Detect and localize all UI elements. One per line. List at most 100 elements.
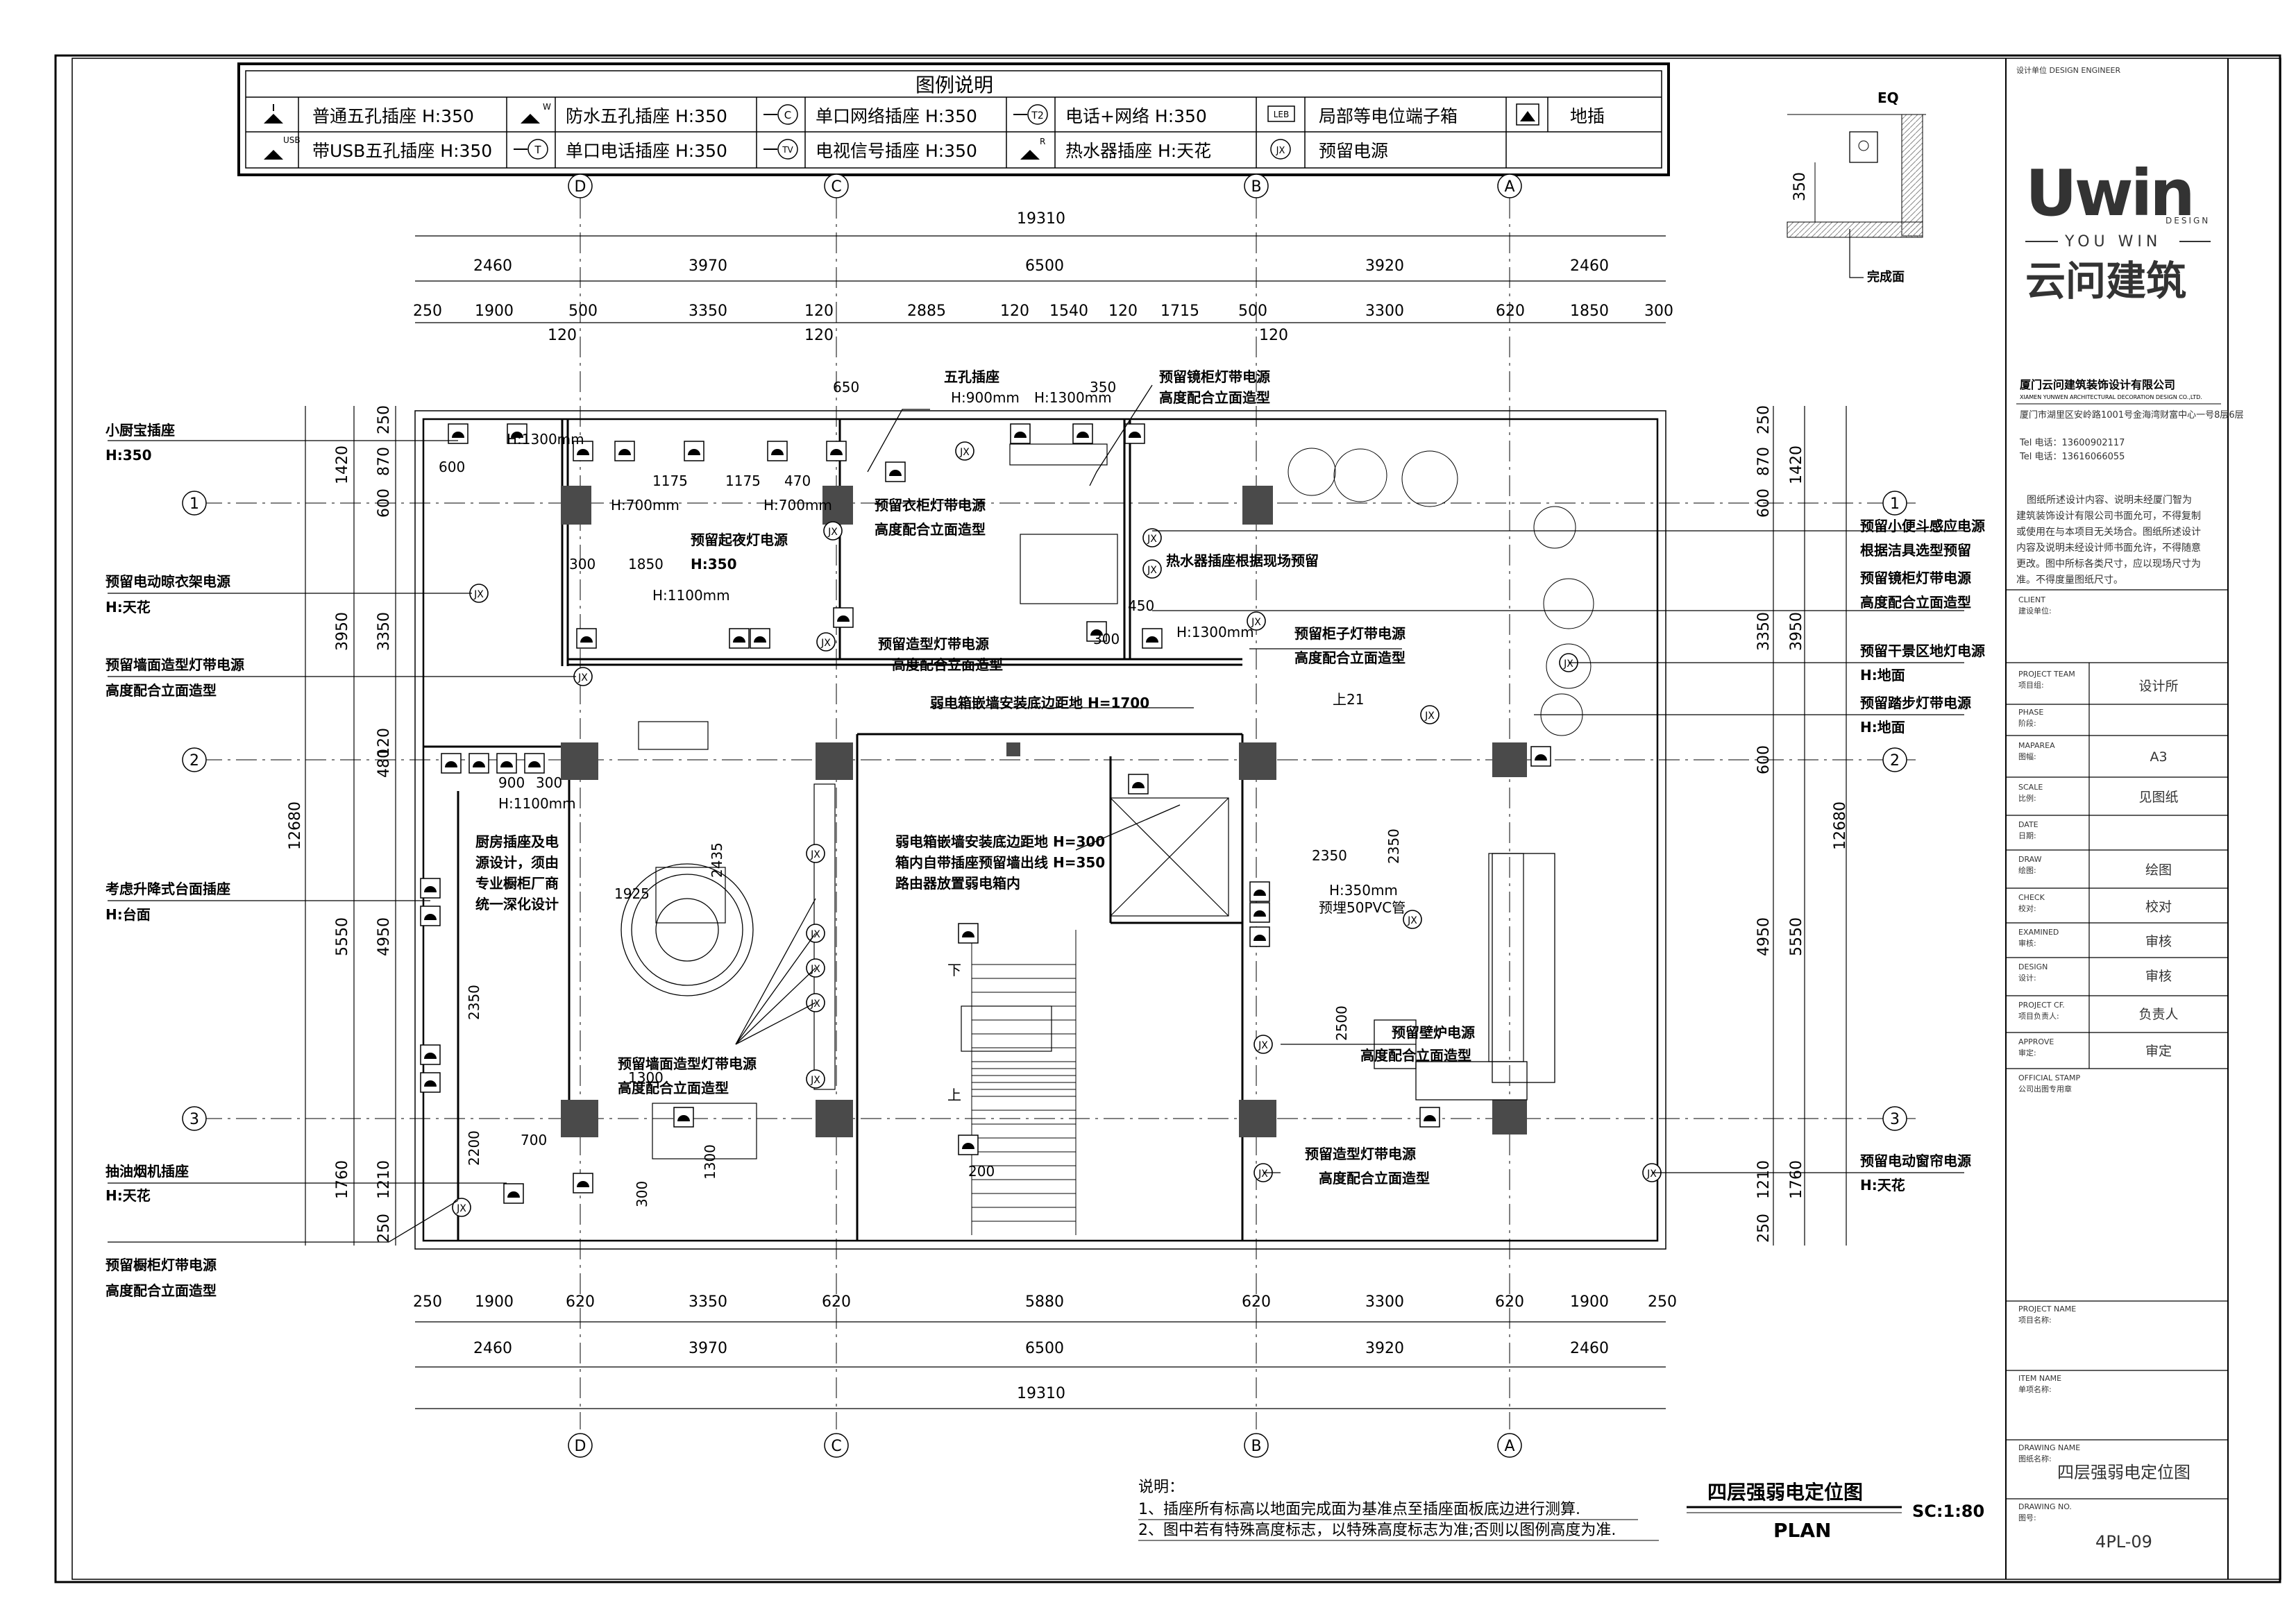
svg-text:上21: 上21	[1333, 691, 1364, 708]
svg-text:6500: 6500	[1025, 1340, 1064, 1357]
svg-text:设计所: 设计所	[2138, 679, 2178, 694]
svg-text:OFFICIAL STAMP: OFFICIAL STAMP	[2018, 1073, 2080, 1082]
svg-text:1760: 1760	[334, 1160, 351, 1199]
legend-label: 普通五孔插座 H:350	[312, 106, 474, 126]
socket-icon	[1419, 1107, 1440, 1128]
axis-label: C	[831, 178, 841, 196]
svg-text:450: 450	[1128, 597, 1154, 614]
socket-icon	[750, 628, 770, 649]
svg-text:高度配合立面造型: 高度配合立面造型	[618, 1080, 729, 1096]
svg-text:5880: 5880	[1025, 1293, 1064, 1311]
svg-text:4PL-09: 4PL-09	[2095, 1532, 2152, 1552]
svg-text:高度配合立面造型: 高度配合立面造型	[1360, 1047, 1471, 1064]
reserved-power-icon	[1253, 1035, 1273, 1054]
socket-icon	[958, 1135, 979, 1155]
socket-icon	[958, 923, 979, 944]
socket-5hole-icon	[264, 104, 283, 124]
svg-text:250: 250	[413, 303, 442, 320]
svg-text:PROJECT TEAM: PROJECT TEAM	[2018, 670, 2075, 679]
svg-text:H:地面: H:地面	[1860, 719, 1905, 736]
socket-icon	[524, 753, 545, 774]
svg-text:H:700mm: H:700mm	[611, 497, 679, 513]
svg-text:1175: 1175	[725, 473, 761, 489]
dining-table	[621, 863, 754, 996]
svg-text:1850: 1850	[1570, 303, 1609, 320]
svg-text:比例:: 比例:	[2018, 793, 2036, 803]
legend-label: 电视信号插座 H:350	[816, 141, 977, 161]
svg-text:120: 120	[804, 327, 834, 344]
svg-text:预留壁炉电源: 预留壁炉电源	[1392, 1024, 1475, 1041]
svg-text:高度配合立面造型: 高度配合立面造型	[1294, 649, 1406, 666]
svg-text:绘图:: 绘图:	[2018, 865, 2036, 875]
socket-icon	[1249, 926, 1270, 947]
legend-label: 局部等电位端子箱	[1319, 106, 1458, 126]
axis-label: C	[831, 1438, 841, 1455]
drawing-title-block: 四层强弱电定位图 PLAN SC:1:80	[1687, 1481, 1984, 1542]
svg-text:厨房插座及电: 厨房插座及电	[475, 833, 559, 850]
socket-icon	[1072, 423, 1093, 444]
axis-label: D	[575, 1438, 586, 1455]
svg-text:SC:1:80: SC:1:80	[1912, 1502, 1984, 1521]
socket-icon	[503, 1183, 524, 1204]
svg-text:H:台面: H:台面	[105, 906, 151, 923]
svg-text:3300: 3300	[1365, 1293, 1404, 1311]
axis-label: A	[1504, 178, 1514, 196]
svg-text:预留墙面造型灯带电源: 预留墙面造型灯带电源	[105, 656, 244, 673]
svg-text:预留墙面造型灯带电源: 预留墙面造型灯带电源	[618, 1055, 757, 1072]
svg-text:H:700mm: H:700mm	[763, 497, 832, 513]
svg-text:H:1300mm: H:1300mm	[1034, 389, 1112, 406]
svg-text:PHASE: PHASE	[2018, 708, 2043, 717]
svg-text:200: 200	[968, 1163, 995, 1180]
svg-text:1420: 1420	[1788, 445, 1805, 484]
leader-lines	[108, 384, 1964, 1243]
legend-label: 单口电话插座 H:350	[566, 141, 727, 161]
svg-text:预留干景区地灯电源: 预留干景区地灯电源	[1860, 643, 1985, 659]
svg-text:H:天花: H:天花	[1860, 1177, 1905, 1193]
legend-box: 图例说明 W C T2 LEB USB T TV R JX 普通五孔插座 H:3…	[237, 62, 1670, 176]
svg-text:箱内自带插座预留墙出线 H=350: 箱内自带插座预留墙出线 H=350	[895, 854, 1105, 871]
axis-label: D	[575, 178, 586, 196]
svg-text:考虑升降式台面插座: 考虑升降式台面插座	[105, 881, 230, 897]
svg-text:1210: 1210	[1755, 1160, 1773, 1199]
socket-icon	[1249, 881, 1270, 902]
svg-text:USB: USB	[283, 135, 301, 145]
floor-socket-icon	[1516, 103, 1539, 126]
svg-text:120: 120	[548, 327, 577, 344]
axis-label: 2	[1890, 752, 1900, 770]
svg-text:设计单位 DESIGN ENGINEER: 设计单位 DESIGN ENGINEER	[2016, 65, 2120, 75]
svg-text:审定:: 审定:	[2018, 1048, 2036, 1057]
svg-text:900: 900	[498, 774, 525, 791]
axis-label: 3	[1890, 1111, 1900, 1128]
svg-text:项目负责人:: 项目负责人:	[2018, 1011, 2059, 1021]
socket-icon	[420, 906, 441, 926]
svg-text:870: 870	[1755, 447, 1773, 476]
svg-text:建设单位:: 建设单位:	[2018, 606, 2052, 615]
svg-text:完成面: 完成面	[1867, 269, 1905, 284]
svg-text:审核:: 审核:	[2018, 938, 2036, 948]
svg-text:预留镜柜灯带电源: 预留镜柜灯带电源	[1860, 570, 1971, 586]
svg-text:审定: 审定	[2145, 1044, 2172, 1059]
legend-label: 热水器插座 H:天花	[1065, 141, 1211, 161]
svg-text:H:350mm: H:350mm	[1329, 882, 1398, 899]
svg-text:见图纸: 见图纸	[2138, 790, 2178, 805]
socket-icon	[1124, 423, 1145, 444]
svg-text:600: 600	[375, 488, 393, 518]
socket-icon	[420, 878, 441, 899]
svg-text:1420: 1420	[334, 445, 351, 484]
svg-text:620: 620	[1496, 303, 1525, 320]
svg-text:五孔插座: 五孔插座	[944, 368, 999, 385]
svg-text:准。不得度量图纸尺寸。: 准。不得度量图纸尺寸。	[2016, 574, 2123, 586]
svg-text:480: 480	[375, 749, 393, 778]
svg-text:预留造型灯带电源: 预留造型灯带电源	[1305, 1146, 1416, 1162]
axis-grid: D C B A D C B A 1 2 3 1 2 3	[182, 173, 1916, 1458]
usb-socket-icon: USB	[264, 135, 301, 160]
svg-text:300: 300	[634, 1181, 650, 1207]
svg-text:或使用在与本项目无关场合。图纸所述设计: 或使用在与本项目无关场合。图纸所述设计	[2016, 526, 2201, 538]
reserved-power-icon	[1403, 910, 1422, 929]
svg-text:1300: 1300	[628, 1069, 664, 1086]
socket-icon	[1142, 628, 1163, 649]
svg-text:四层强弱电定位图: 四层强弱电定位图	[1707, 1481, 1863, 1504]
svg-text:DRAWING NAME: DRAWING NAME	[2018, 1443, 2080, 1452]
svg-text:热水器插座根据现场预留: 热水器插座根据现场预留	[1166, 552, 1319, 569]
